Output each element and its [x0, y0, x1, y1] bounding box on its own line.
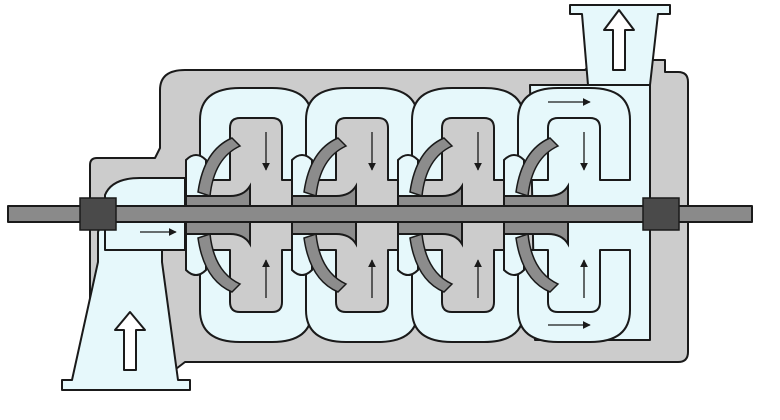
- impeller-vane-upper: [409, 137, 454, 198]
- shaft: [7, 205, 753, 223]
- lower-return-channel: [517, 249, 631, 343]
- left-seal: [79, 197, 117, 231]
- impeller-vane-upper: [197, 137, 242, 198]
- upper-return-channel: [517, 87, 631, 181]
- pump-stage: [185, 87, 313, 343]
- impeller-vane-lower: [197, 232, 242, 293]
- right-seal: [642, 197, 680, 231]
- impeller-vane-upper: [515, 137, 560, 198]
- stages: [185, 87, 631, 343]
- inlet-up-arrow-icon: [114, 311, 146, 371]
- pump-stage: [291, 87, 419, 343]
- impeller-vane-lower: [409, 232, 454, 293]
- pump-stage: [397, 87, 525, 343]
- outlet-up-arrow-icon: [603, 9, 635, 71]
- impeller-vane-lower: [515, 232, 560, 293]
- impeller-vane-upper: [303, 137, 348, 198]
- impeller-vane-lower: [303, 232, 348, 293]
